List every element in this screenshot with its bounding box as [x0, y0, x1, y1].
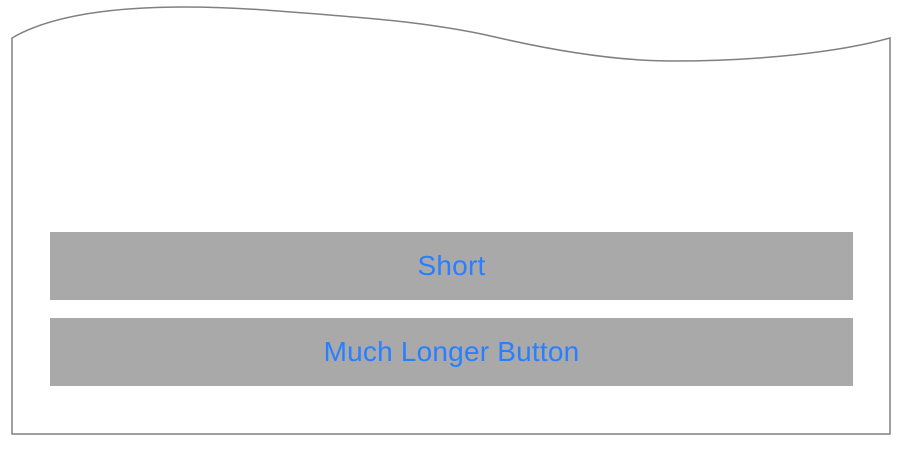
short-button-label: Short — [417, 250, 486, 281]
much-longer-button[interactable]: Much Longer Button — [50, 318, 853, 386]
much-longer-button-label: Much Longer Button — [323, 336, 580, 367]
short-button[interactable]: Short — [50, 232, 853, 300]
button-stack: Short Much Longer Button — [50, 232, 853, 386]
